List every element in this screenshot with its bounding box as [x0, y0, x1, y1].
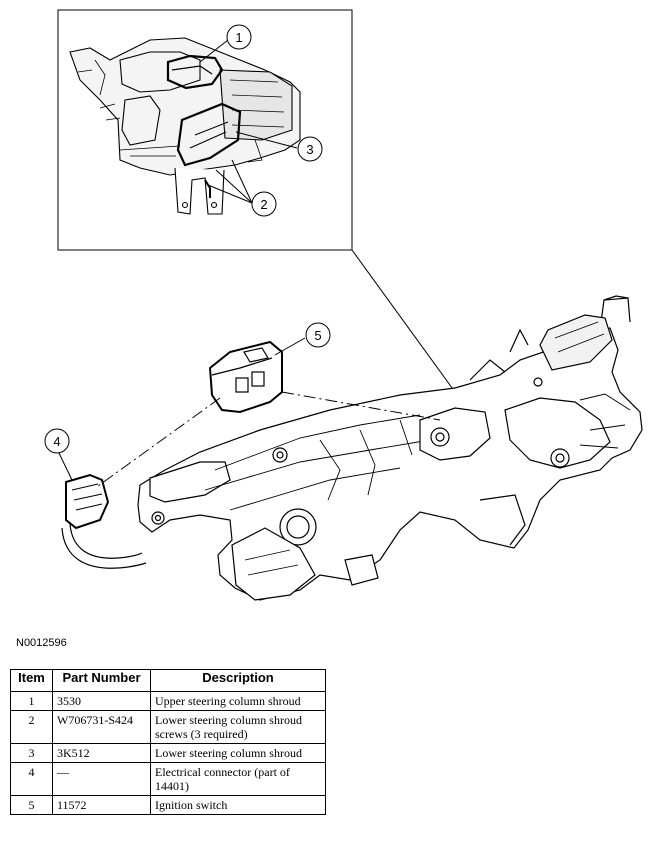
table-row: 5 11572 Ignition switch	[10, 795, 326, 815]
row-item: 1	[10, 691, 53, 711]
inset-leader-line	[351, 249, 456, 393]
row-part-number: 3530	[52, 691, 151, 711]
row-item: 2	[10, 710, 53, 744]
callout-1: 1	[226, 24, 252, 50]
row-part-number: 3K512	[52, 743, 151, 763]
svg-text:3: 3	[306, 142, 313, 157]
row-description: Lower steering column shroud	[150, 743, 326, 763]
parts-table: Item Part Number Description 1 3530 Uppe…	[10, 669, 326, 815]
callout-3: 3	[297, 136, 323, 162]
row-description: Lower steering column shroud screws (3 r…	[150, 710, 326, 744]
alignment-lines	[97, 391, 441, 487]
header-part-number: Part Number	[52, 669, 151, 692]
row-item: 5	[10, 795, 53, 815]
svg-text:1: 1	[235, 30, 242, 45]
ignition-switch-drawing	[208, 340, 283, 414]
callout-5: 5	[305, 322, 331, 348]
row-part-number: W706731-S424	[52, 710, 151, 744]
svg-text:2: 2	[260, 197, 267, 212]
row-part-number: 11572	[52, 795, 151, 815]
table-row: 3 3K512 Lower steering column shroud	[10, 743, 326, 763]
table-row: 4 — Electrical connector (part of 14401)	[10, 762, 326, 796]
row-description: Electrical connector (part of 14401)	[150, 762, 326, 796]
header-description: Description	[150, 669, 326, 692]
row-description: Ignition switch	[150, 795, 326, 815]
table-header-row: Item Part Number Description	[10, 669, 326, 692]
electrical-connector-drawing	[61, 473, 147, 569]
main-callout-leaders	[57, 337, 306, 481]
row-item: 4	[10, 762, 53, 796]
callout-2: 2	[251, 191, 277, 217]
table-row: 2 W706731-S424 Lower steering column shr…	[10, 710, 326, 744]
callout-4: 4	[44, 428, 70, 454]
inset-drawing	[69, 37, 301, 215]
row-item: 3	[10, 743, 53, 763]
inset-callout-leaders	[199, 39, 298, 204]
row-description: Upper steering column shroud	[150, 691, 326, 711]
steering-column-drawing	[137, 295, 643, 601]
figure-id: N0012596	[16, 637, 67, 649]
svg-text:4: 4	[53, 434, 60, 449]
row-part-number: —	[52, 762, 151, 796]
table-row: 1 3530 Upper steering column shroud	[10, 691, 326, 711]
svg-text:5: 5	[314, 328, 321, 343]
header-item: Item	[10, 669, 53, 692]
steering-column-diagram: 1 3 2 5 4	[44, 9, 643, 601]
